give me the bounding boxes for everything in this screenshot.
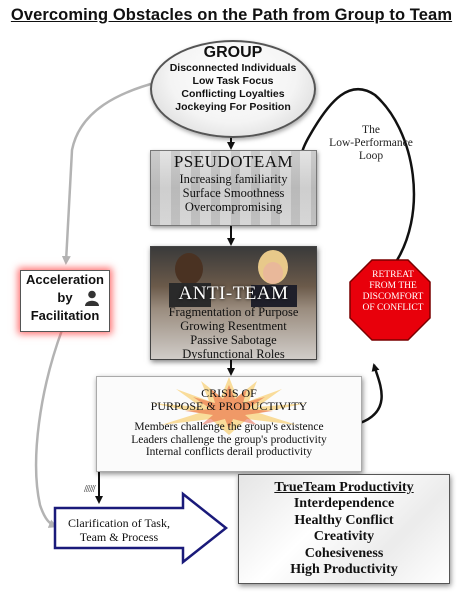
antiteam-item: Passive Sabotage xyxy=(190,333,277,347)
trueteam-item: High Productivity xyxy=(290,562,398,577)
antiteam-item: Dysfunctional Roles xyxy=(182,347,285,360)
group-item: Disconnected Individuals xyxy=(169,62,297,74)
antiteam-heading: ANTI-TEAM xyxy=(178,283,289,304)
trueteam-jumping-people-image xyxy=(239,475,449,583)
crisis-item: Internal conflicts derail productivity xyxy=(145,446,313,458)
pseudoteam-heading: PSEUDOTEAM xyxy=(173,152,294,171)
trueteam-item: Healthy Conflict xyxy=(294,512,394,528)
crisis-item: Leaders challenge the group's productivi… xyxy=(131,433,327,446)
clarification-label: Clarification of Task, Team & Process xyxy=(56,516,182,544)
crisis-stage: CRISIS OF PURPOSE & PRODUCTIVITY Members… xyxy=(96,376,362,472)
trueteam-box: TrueTeam Productivity Interdependence He… xyxy=(238,474,450,584)
retreat-line: RETREAT xyxy=(372,270,414,280)
retreat-stop-sign xyxy=(349,259,431,341)
low-performance-loop-arrow xyxy=(359,363,383,425)
clarification-line: Team & Process xyxy=(79,530,159,544)
acceleration-label-by: by xyxy=(57,290,73,305)
low-performance-loop-curve xyxy=(297,88,416,269)
trueteam-heading: TrueTeam Productivity xyxy=(274,480,414,495)
retreat-line: DISCOMFORT xyxy=(362,292,424,302)
loop-label-line: Low-Performance xyxy=(329,137,413,149)
crisis-item: Members challenge the group's existence xyxy=(134,421,324,433)
retreat-line: OF CONFLICT xyxy=(362,303,424,313)
pseudoteam-crowd-image xyxy=(151,151,316,225)
antiteam-item: Growing Resentment xyxy=(180,319,287,333)
antiteam-stage: ANTI-TEAM Fragmentation of Purpose Growi… xyxy=(150,246,317,360)
pseudoteam-item: Increasing familiarity xyxy=(179,172,288,186)
arrow-group-to-acceleration xyxy=(61,80,159,265)
group-item: Conflicting Loyalties xyxy=(181,88,285,100)
group-heading: GROUP xyxy=(203,44,263,61)
antiteam-items: Fragmentation of Purpose Growing Resentm… xyxy=(151,305,316,360)
loop-label-line: Loop xyxy=(358,150,384,162)
clarification-line: Clarification of Task, xyxy=(68,516,170,530)
trueteam-item: Cohesiveness xyxy=(304,545,384,561)
crisis-starburst xyxy=(151,377,307,435)
acceleration-box: Acceleration by Facilitation xyxy=(20,270,110,332)
antiteam-argument-image xyxy=(169,250,297,307)
group-stage: GROUP Disconnected Individuals Low Task … xyxy=(150,44,316,114)
barrier-slashes: ////// xyxy=(84,484,96,495)
acceleration-label-line: Acceleration xyxy=(25,272,105,287)
group-oval xyxy=(150,40,316,138)
low-performance-loop-label: The Low-Performance Loop xyxy=(326,124,416,163)
retreat-label: RETREAT FROM THE DISCOMFORT OF CONFLICT xyxy=(352,270,434,314)
acceleration-label-line: Facilitation xyxy=(30,308,100,323)
retreat-line: FROM THE xyxy=(369,281,417,291)
diagram-title: Overcoming Obstacles on the Path from Gr… xyxy=(10,6,453,24)
arrow-acceleration-to-clarification xyxy=(34,329,64,528)
crisis-heading-line2: PURPOSE & PRODUCTIVITY xyxy=(150,399,308,413)
pseudoteam-item: Overcompromising xyxy=(184,200,283,214)
group-item: Jockeying For Position xyxy=(175,101,291,113)
pseudoteam-item: Surface Smoothness xyxy=(182,186,285,200)
crisis-heading-line1: CRISIS OF xyxy=(201,386,257,400)
clarification-arrow-shape xyxy=(53,491,229,565)
acceleration-label-line: by xyxy=(21,289,109,307)
trueteam-item: Interdependence xyxy=(293,496,395,511)
pseudoteam-stage: PSEUDOTEAM Increasing familiarity Surfac… xyxy=(150,150,317,226)
group-item: Low Task Focus xyxy=(192,75,274,87)
antiteam-item: Fragmentation of Purpose xyxy=(168,305,299,319)
trueteam-item: Creativity xyxy=(313,529,375,544)
person-icon xyxy=(85,290,99,306)
loop-label-line: The xyxy=(362,124,380,136)
